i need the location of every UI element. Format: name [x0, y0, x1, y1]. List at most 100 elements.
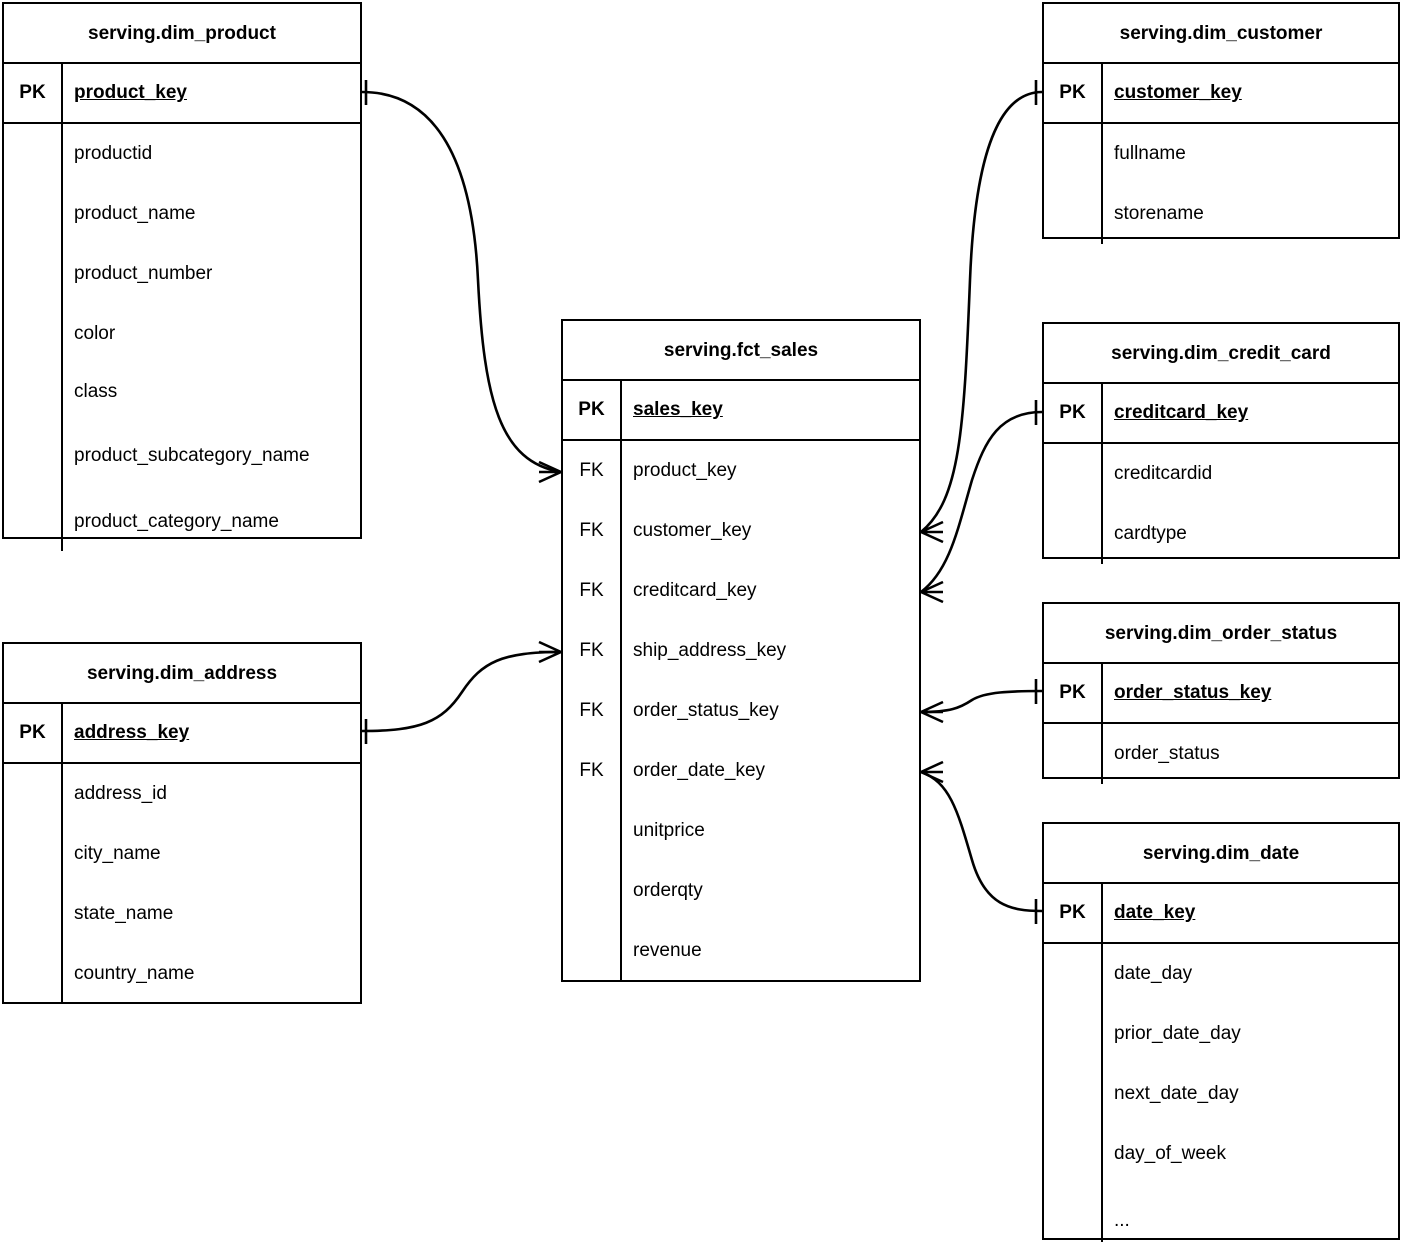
entity-body: PK creditcard_key creditcardid cardtype: [1044, 384, 1398, 564]
attribute-row[interactable]: cardtype: [1044, 504, 1398, 564]
attribute-row[interactable]: ...: [1044, 1184, 1398, 1242]
primary-key-row[interactable]: PK sales_key: [563, 381, 919, 441]
key-label: [1044, 944, 1103, 1004]
attribute-row[interactable]: productid: [4, 124, 360, 184]
key-label: PK: [1044, 884, 1103, 942]
attribute-list: FK product_key FK customer_key FK credit…: [563, 441, 919, 980]
entity-dim-product[interactable]: serving.dim_product PK product_key produ…: [2, 2, 362, 551]
field-name: revenue: [633, 939, 702, 961]
edge-orderstatus-to-sales: [920, 679, 1043, 724]
attribute-row[interactable]: storename: [1044, 184, 1398, 244]
entity-title: serving.dim_customer: [1044, 4, 1398, 64]
attribute-row[interactable]: orderqty: [563, 861, 919, 921]
entity-title: serving.dim_address: [4, 644, 360, 704]
field-name: date_key: [1114, 902, 1196, 924]
attribute-row[interactable]: state_name: [4, 884, 360, 944]
key-label: [1044, 504, 1103, 564]
entity-title: serving.dim_product: [4, 4, 360, 64]
key-label: [4, 764, 63, 824]
key-label: [1044, 184, 1103, 244]
primary-key-row[interactable]: PK order_status_key: [1044, 664, 1398, 724]
attribute-row[interactable]: product_category_name: [4, 492, 360, 551]
attribute-row[interactable]: color: [4, 304, 360, 364]
field-name: sales_key: [633, 399, 723, 421]
entity-dim-order-status[interactable]: serving.dim_order_status PK order_status…: [1042, 602, 1400, 784]
attribute-row[interactable]: FK order_status_key: [563, 681, 919, 741]
field-name: product_number: [74, 263, 213, 285]
edge-creditcard-to-sales: [920, 400, 1043, 604]
field-name: country_name: [74, 963, 195, 985]
attribute-row[interactable]: country_name: [4, 944, 360, 1004]
entity-body: PK sales_key FK product_key FK customer_…: [563, 381, 919, 980]
attribute-row[interactable]: day_of_week: [1044, 1124, 1398, 1184]
key-label: [4, 944, 63, 1004]
field-name: creditcard_key: [633, 580, 757, 602]
key-label: FK: [563, 621, 622, 681]
field-name: color: [74, 323, 116, 345]
attribute-row[interactable]: unitprice: [563, 801, 919, 861]
attribute-row[interactable]: FK ship_address_key: [563, 621, 919, 681]
key-label: [1044, 1124, 1103, 1184]
primary-key-row[interactable]: PK product_key: [4, 64, 360, 124]
key-label: [1044, 1184, 1103, 1242]
key-label: PK: [4, 64, 63, 122]
key-label: [1044, 1004, 1103, 1064]
attribute-row[interactable]: product_name: [4, 184, 360, 244]
entity-title: serving.dim_order_status: [1044, 604, 1398, 664]
attribute-row[interactable]: fullname: [1044, 124, 1398, 184]
primary-key-row[interactable]: PK creditcard_key: [1044, 384, 1398, 444]
attribute-row[interactable]: prior_date_day: [1044, 1004, 1398, 1064]
entity-dim-credit-card[interactable]: serving.dim_credit_card PK creditcard_ke…: [1042, 322, 1400, 564]
field-name: day_of_week: [1114, 1143, 1226, 1165]
key-label: [1044, 724, 1103, 784]
attribute-row[interactable]: FK creditcard_key: [563, 561, 919, 621]
attribute-row[interactable]: city_name: [4, 824, 360, 884]
key-label: [1044, 124, 1103, 184]
attribute-row[interactable]: product_number: [4, 244, 360, 304]
entity-dim-customer[interactable]: serving.dim_customer PK customer_key ful…: [1042, 2, 1400, 244]
attribute-row[interactable]: creditcardid: [1044, 444, 1398, 504]
attribute-row[interactable]: address_id: [4, 764, 360, 824]
field-name: next_date_day: [1114, 1083, 1239, 1105]
attribute-row[interactable]: next_date_day: [1044, 1064, 1398, 1124]
field-name: prior_date_day: [1114, 1023, 1241, 1045]
attribute-row[interactable]: date_day: [1044, 944, 1398, 1004]
entity-dim-address[interactable]: serving.dim_address PK address_key addre…: [2, 642, 362, 1004]
primary-key-row[interactable]: PK customer_key: [1044, 64, 1398, 124]
field-name: productid: [74, 143, 153, 165]
key-label: FK: [563, 501, 622, 561]
attribute-list: creditcardid cardtype: [1044, 444, 1398, 564]
field-name: ...: [1114, 1209, 1130, 1231]
attribute-row[interactable]: FK product_key: [563, 441, 919, 501]
field-name: city_name: [74, 843, 161, 865]
edge-date-to-sales: [920, 760, 1043, 924]
attribute-row[interactable]: order_status: [1044, 724, 1398, 784]
primary-key-row[interactable]: PK address_key: [4, 704, 360, 764]
field-name: product_category_name: [74, 510, 279, 532]
entity-fct-sales[interactable]: serving.fct_sales PK sales_key FK produc…: [561, 319, 921, 982]
attribute-row[interactable]: class: [4, 364, 360, 420]
key-label: PK: [1044, 384, 1103, 442]
field-name: cardtype: [1114, 523, 1187, 545]
key-label: [1044, 1064, 1103, 1124]
attribute-row[interactable]: FK customer_key: [563, 501, 919, 561]
key-label: FK: [563, 441, 622, 501]
key-label: PK: [4, 704, 63, 762]
field-name: product_key: [74, 82, 187, 104]
attribute-list: address_id city_name state_name country_…: [4, 764, 360, 1004]
field-name: product_name: [74, 203, 196, 225]
field-name: order_status: [1114, 743, 1220, 765]
attribute-row[interactable]: product_subcategory_name: [4, 420, 360, 492]
key-label: PK: [563, 381, 622, 439]
entity-body: PK customer_key fullname storename: [1044, 64, 1398, 244]
field-name: orderqty: [633, 880, 703, 902]
entity-dim-date[interactable]: serving.dim_date PK date_key date_day pr…: [1042, 822, 1400, 1242]
key-label: [4, 364, 63, 420]
field-name: class: [74, 381, 118, 403]
key-label: [4, 244, 63, 304]
attribute-row[interactable]: revenue: [563, 921, 919, 980]
field-name: address_key: [74, 722, 190, 744]
attribute-row[interactable]: FK order_date_key: [563, 741, 919, 801]
primary-key-row[interactable]: PK date_key: [1044, 884, 1398, 944]
